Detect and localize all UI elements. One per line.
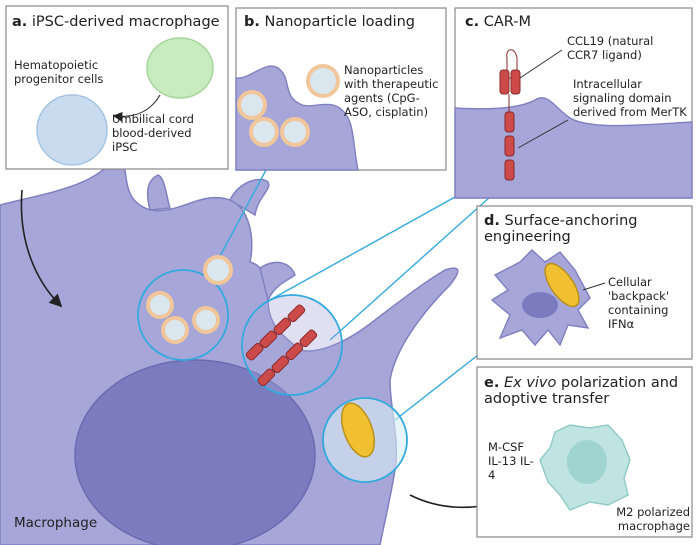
label-cytokines: M-CSF IL-13 IL-4 xyxy=(488,440,534,482)
backpack-d xyxy=(544,262,580,308)
label-mertk: Intracellular signaling domain derived f… xyxy=(573,77,687,119)
label-ccl19: CCL19 (natural CCR7 ligand) xyxy=(567,34,654,62)
panel-a-title: a. iPSC-derived macrophage xyxy=(12,14,220,30)
nanoparticle xyxy=(237,90,267,120)
panel-c-title: c. CAR-M xyxy=(465,14,531,30)
nanoparticle xyxy=(306,64,340,98)
arrow-a-internal xyxy=(112,94,161,122)
connector-c-1 xyxy=(269,196,456,301)
connector-c-2 xyxy=(329,196,491,341)
label-progenitor: Hematopoietic progenitor cells xyxy=(14,58,104,86)
macrophage-protrusion xyxy=(229,178,270,217)
progenitor-cell xyxy=(146,37,214,99)
nanoparticle-group xyxy=(146,255,233,344)
label-nanoparticles: Nanoparticles with therapeutic agents (C… xyxy=(344,63,439,119)
m2-nucleus xyxy=(567,440,607,484)
nanoparticle xyxy=(249,117,279,147)
pointer-c-2 xyxy=(517,119,569,149)
panel-d-title: d. Surface-anchoring engineering xyxy=(484,213,638,245)
pointer-c-1 xyxy=(519,49,563,79)
macrophage-nucleus xyxy=(74,359,316,545)
panel-e-title: e. Ex vivo polarization and adoptive tra… xyxy=(484,375,679,407)
ipsc-cell xyxy=(36,94,108,166)
macrophage-protrusion xyxy=(259,261,296,303)
car-receptor xyxy=(499,49,521,181)
label-macrophage: Macrophage xyxy=(14,515,98,531)
car-receptors xyxy=(245,304,318,387)
label-m2: M2 polarized macrophage xyxy=(616,505,690,533)
label-ipsc: Umbilical cord blood-derived iPSC xyxy=(112,112,194,154)
macrophage-protrusion xyxy=(146,174,171,211)
nanoparticle xyxy=(280,117,310,147)
pointer-d xyxy=(582,282,606,291)
arrow-a-to-main xyxy=(20,189,63,308)
panel-b-title: b. Nanoparticle loading xyxy=(244,14,416,30)
backpack-main xyxy=(340,402,376,458)
panel-d-nucleus xyxy=(522,292,558,318)
label-backpack: Cellular 'backpack' containing IFNα xyxy=(608,275,669,331)
connector-d xyxy=(394,354,479,421)
